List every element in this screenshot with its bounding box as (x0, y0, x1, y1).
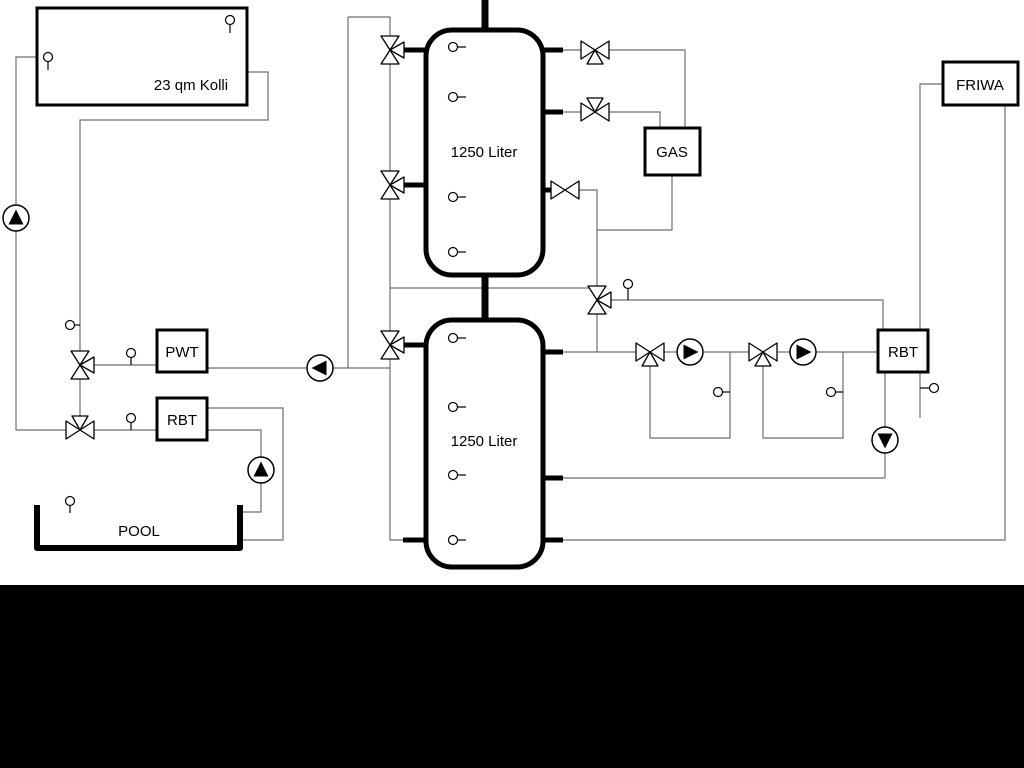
pump-pool-icon (247, 456, 275, 484)
sensor-collector-top-icon (224, 14, 236, 33)
pump-rbt-right-icon (871, 426, 899, 454)
sensor-tank2-2-icon (447, 401, 466, 413)
sensor-rbt-right-icon (920, 382, 940, 394)
sensor-rbt-left-inlet-icon (125, 412, 137, 430)
collector-label: 23 qm Kolli (154, 77, 228, 94)
pump-heating-1-icon (676, 338, 704, 366)
black-band (0, 585, 1024, 768)
buffer-tank-1: 1250 Liter (423, 27, 546, 278)
sensor-pwt-inlet-icon (125, 347, 137, 365)
sensor-solar-line-icon (64, 319, 80, 331)
sensor-mixer-1-icon (712, 386, 730, 398)
pump-solar-icon (2, 204, 30, 232)
friwa-label: FRIWA (956, 77, 1004, 94)
friwa-box: FRIWA (941, 60, 1020, 107)
pool-label: POOL (118, 523, 160, 540)
sensor-tank2-4-icon (447, 534, 466, 546)
pump-heating-2-icon (789, 338, 817, 366)
pwt-label: PWT (165, 344, 198, 361)
rbt-right-box: RBT (876, 328, 930, 374)
buffer-tank-2: 1250 Liter (423, 317, 546, 570)
rbt-left-label: RBT (167, 412, 197, 429)
sensor-tank1-4-icon (447, 246, 466, 258)
sensor-mixer-2-icon (825, 386, 843, 398)
sensor-pool-icon (64, 495, 76, 513)
sensor-header-icon (622, 278, 634, 300)
rbt-right-label: RBT (888, 344, 918, 361)
tank-1-label: 1250 Liter (451, 144, 518, 161)
sensor-collector-left-icon (42, 51, 54, 70)
gas-boiler-box: GAS (643, 126, 702, 177)
pipe-network (15, 16, 1006, 541)
gas-label: GAS (656, 144, 688, 161)
sensor-tank1-2-icon (447, 91, 466, 103)
sensor-tank2-3-icon (447, 469, 466, 481)
pool: POOL (34, 505, 243, 551)
rbt-left-box: RBT (155, 396, 209, 442)
pump-pwt-icon (306, 354, 334, 382)
pwt-box: PWT (155, 328, 209, 374)
sensor-tank1-1-icon (447, 41, 466, 53)
tank-2-label: 1250 Liter (451, 433, 518, 450)
sensor-tank1-3-icon (447, 191, 466, 203)
sensor-group (42, 14, 940, 546)
solar-collector-box: 23 qm Kolli (35, 6, 249, 107)
sensor-tank2-1-icon (447, 332, 466, 344)
